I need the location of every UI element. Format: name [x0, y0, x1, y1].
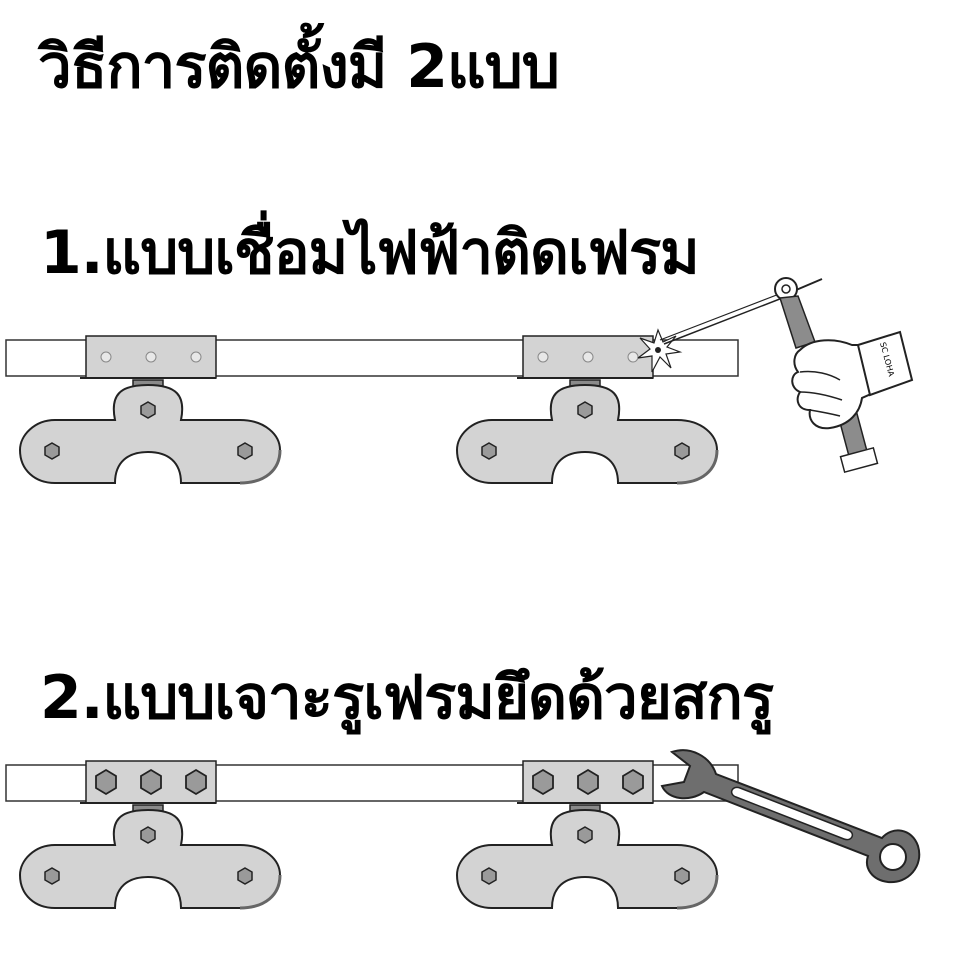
mount-left — [18, 760, 282, 910]
weld-spark-icon — [637, 328, 683, 373]
bolt-head — [140, 768, 162, 796]
wrench-icon — [660, 749, 921, 884]
method-1-title: 1.แบบเชื่อมไฟฟ้าติดเฟรม — [40, 218, 700, 288]
glove-icon: SC LOHA — [791, 330, 914, 430]
mount-left — [18, 335, 282, 485]
bolt-head — [622, 768, 644, 796]
bolt-head — [577, 768, 599, 796]
method-2-illustration — [5, 760, 739, 910]
bolt-head — [532, 768, 554, 796]
page-title: วิธีการติดตั้งมี 2แบบ — [38, 32, 560, 102]
welding-torch-icon: SC LOHA — [659, 277, 914, 474]
method-1-illustration: SC LOHA — [5, 277, 914, 485]
bolt-head — [95, 768, 117, 796]
mount-right — [455, 760, 719, 910]
method-2-title: 2.แบบเจาะรูเฟรมยึดด้วยสกรู — [40, 663, 774, 733]
mount-right — [455, 335, 719, 485]
bolt-head — [185, 768, 207, 796]
